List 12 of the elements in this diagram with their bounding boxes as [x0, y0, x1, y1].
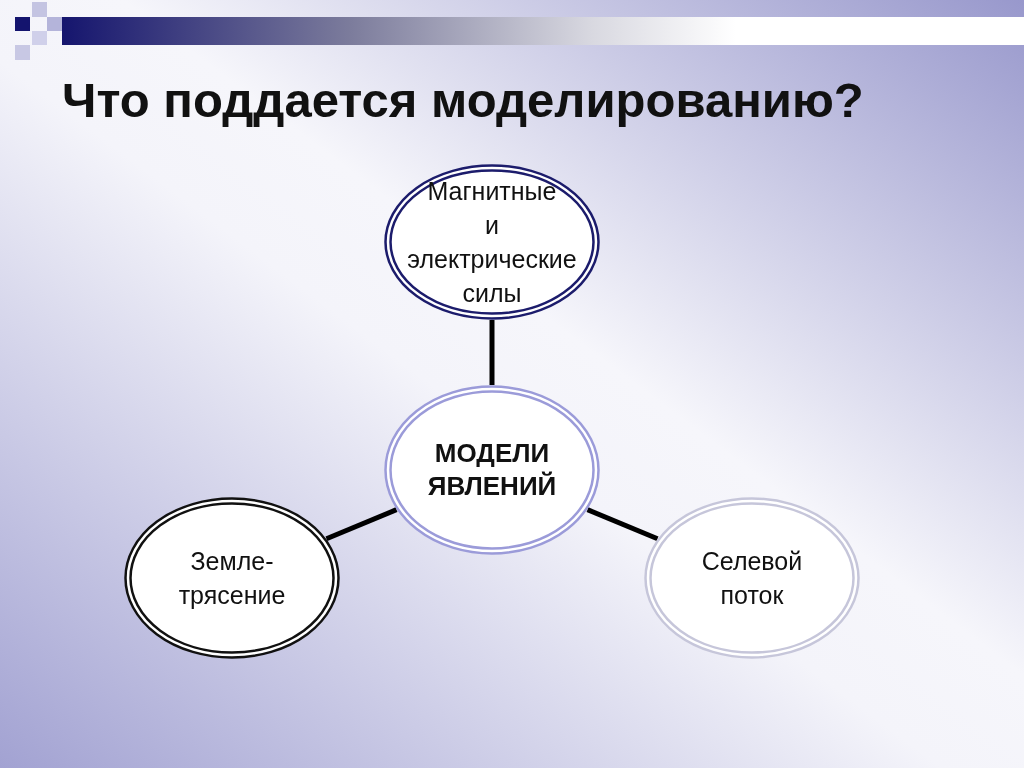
- slide-title: Что поддается моделированию?: [62, 72, 864, 129]
- ellipse-node: [644, 497, 860, 659]
- node-label: МОДЕЛИ ЯВЛЕНИЙ: [427, 437, 557, 503]
- connector-line: [586, 507, 659, 542]
- node-label: Селевой поток: [701, 546, 803, 611]
- ellipse-node: [384, 385, 600, 555]
- node-label: Магнитные и электрические силы: [407, 176, 577, 309]
- connector-line: [325, 507, 398, 542]
- ellipse-node: [124, 497, 340, 659]
- ellipse-node: [384, 164, 600, 320]
- node-label: Земле- трясение: [178, 546, 286, 611]
- connector-line: [489, 320, 495, 385]
